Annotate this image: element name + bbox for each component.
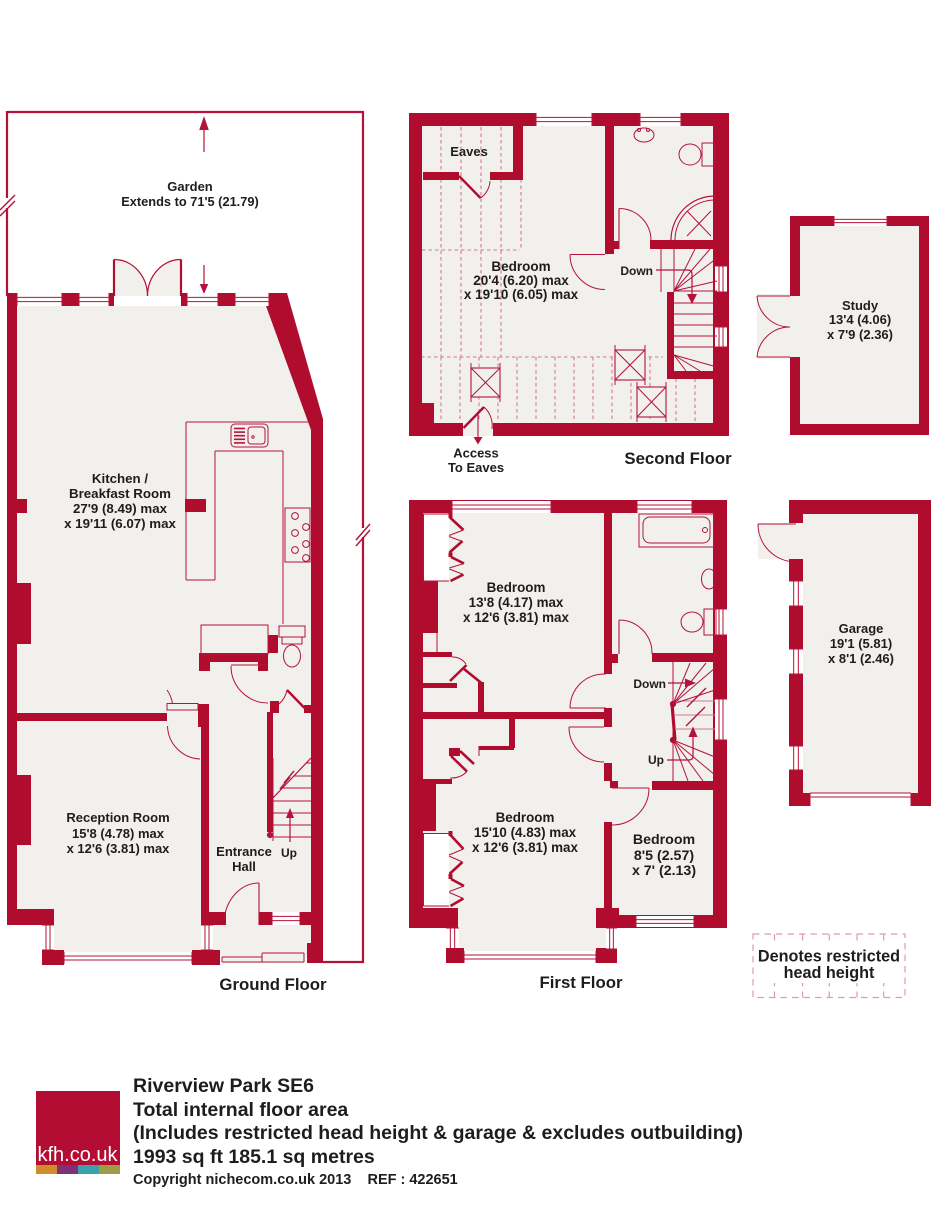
svg-text:To Eaves: To Eaves (448, 460, 504, 475)
svg-text:Bedroom: Bedroom (496, 810, 555, 825)
svg-text:x 19'10 (6.05) max: x 19'10 (6.05) max (464, 287, 579, 302)
svg-text:head height: head height (784, 964, 875, 982)
svg-text:Breakfast Room: Breakfast Room (69, 486, 171, 501)
svg-text:x 7'9 (2.36): x 7'9 (2.36) (827, 327, 893, 342)
svg-text:Kitchen /: Kitchen / (92, 471, 148, 486)
svg-text:Ground Floor: Ground Floor (219, 975, 327, 994)
svg-text:15'10 (4.83) max: 15'10 (4.83) max (474, 825, 577, 840)
svg-text:x 12'6 (3.81) max: x 12'6 (3.81) max (472, 840, 578, 855)
svg-text:Hall: Hall (232, 859, 256, 874)
svg-text:Access: Access (453, 446, 499, 461)
svg-text:13'4 (4.06): 13'4 (4.06) (829, 312, 891, 327)
svg-text:Bedroom: Bedroom (487, 580, 546, 595)
svg-text:Reception Room: Reception Room (66, 810, 169, 825)
svg-text:Bedroom: Bedroom (491, 259, 550, 274)
svg-text:20'4 (6.20) max: 20'4 (6.20) max (473, 273, 569, 288)
svg-text:Denotes restricted: Denotes restricted (758, 948, 900, 966)
svg-text:Bedroom: Bedroom (633, 832, 695, 848)
svg-text:8'5 (2.57): 8'5 (2.57) (634, 848, 694, 864)
svg-text:Eaves: Eaves (450, 144, 488, 159)
svg-text:x 7' (2.13): x 7' (2.13) (632, 863, 696, 879)
svg-text:Study: Study (842, 298, 879, 313)
svg-text:Copyright nichecom.co.uk 2013: Copyright nichecom.co.uk 2013 REF : 4226… (133, 1172, 458, 1188)
svg-text:Down: Down (633, 677, 666, 691)
svg-text:First Floor: First Floor (540, 973, 623, 992)
svg-text:(Includes restricted head heig: (Includes restricted head height & garag… (133, 1122, 743, 1144)
svg-text:Extends to 71'5 (21.79): Extends to 71'5 (21.79) (121, 194, 258, 209)
svg-text:Garden: Garden (167, 179, 213, 194)
svg-text:Total internal floor area: Total internal floor area (133, 1099, 348, 1121)
svg-text:x 8'1 (2.46): x 8'1 (2.46) (828, 651, 894, 666)
svg-text:Garage: Garage (839, 621, 884, 636)
svg-text:Up: Up (648, 753, 664, 767)
svg-text:Entrance: Entrance (216, 844, 272, 859)
svg-text:Riverview Park SE6: Riverview Park SE6 (133, 1075, 314, 1097)
svg-text:Up: Up (281, 846, 297, 860)
svg-text:1993 sq ft 185.1 sq metres: 1993 sq ft 185.1 sq metres (133, 1146, 375, 1168)
svg-text:15'8 (4.78) max: 15'8 (4.78) max (72, 826, 165, 841)
svg-text:x 12'6 (3.81) max: x 12'6 (3.81) max (463, 610, 569, 625)
svg-text:27'9 (8.49) max: 27'9 (8.49) max (73, 501, 168, 516)
svg-text:x 19'11 (6.07) max: x 19'11 (6.07) max (64, 516, 176, 531)
svg-text:x 12'6 (3.81) max: x 12'6 (3.81) max (67, 841, 171, 856)
svg-text:Second Floor: Second Floor (624, 449, 732, 468)
svg-text:kfh.co.uk: kfh.co.uk (37, 1144, 118, 1166)
svg-text:19'1 (5.81): 19'1 (5.81) (830, 636, 892, 651)
svg-text:Down: Down (620, 264, 653, 278)
svg-text:13'8 (4.17) max: 13'8 (4.17) max (469, 595, 564, 610)
